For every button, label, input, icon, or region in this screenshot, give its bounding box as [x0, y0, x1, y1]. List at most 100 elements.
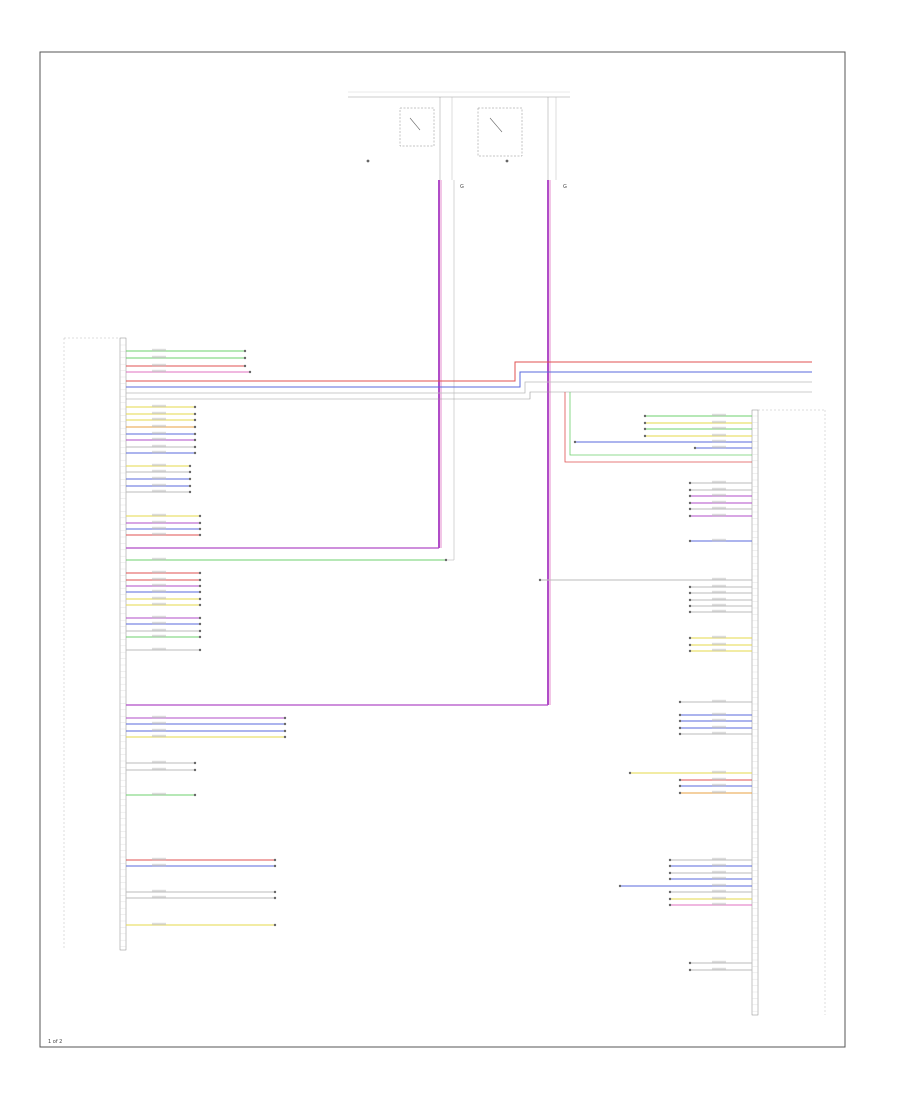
left-wire-code-mark	[152, 526, 166, 530]
right-wire-terminal	[668, 858, 672, 862]
right-wire-code-mark	[712, 699, 726, 703]
left-wire-code-mark	[152, 767, 166, 771]
left-wire-terminal	[198, 527, 202, 531]
left-wire-code-mark	[152, 615, 166, 619]
left-wire-terminal	[198, 629, 202, 633]
right-wire-terminal	[643, 421, 647, 425]
left-wire-code-mark	[152, 532, 166, 536]
left-wire-code-mark	[152, 634, 166, 638]
left-wire-code-mark	[152, 628, 166, 632]
left-wire-terminal	[198, 603, 202, 607]
left-wire-code-mark	[152, 734, 166, 738]
right-wire-terminal	[688, 649, 692, 653]
right-module	[538, 409, 826, 1016]
right-wire-code-mark	[712, 445, 726, 449]
left-wire-terminal	[243, 364, 247, 368]
right-wire-code-mark	[712, 870, 726, 874]
left-wire-terminal	[243, 356, 247, 360]
right-wire-terminal	[668, 903, 672, 907]
left-wire-code-mark	[152, 715, 166, 719]
right-wire-terminal	[668, 877, 672, 881]
left-wire-code-mark	[152, 363, 166, 367]
right-wire-terminal	[678, 700, 682, 704]
left-wire-terminal	[273, 890, 277, 894]
left-wire-code-mark	[152, 863, 166, 867]
right-wire-terminal	[688, 585, 692, 589]
right-wire-code-mark	[712, 493, 726, 497]
right-wire-terminal	[678, 726, 682, 730]
right-wire-code-mark	[712, 967, 726, 971]
right-wire-terminal	[688, 507, 692, 511]
right-wire-code-mark	[712, 783, 726, 787]
left-wire-terminal	[444, 558, 448, 562]
right-wire-terminal	[688, 501, 692, 505]
right-wire-code-mark	[712, 960, 726, 964]
left-wire-terminal	[198, 514, 202, 518]
right-wire-code-mark	[712, 603, 726, 607]
right-wire-code-mark	[712, 876, 726, 880]
right-wire-terminal	[688, 968, 692, 972]
right-wire-code-mark	[712, 500, 726, 504]
right-wire-code-mark	[712, 413, 726, 417]
right-wire-terminal	[688, 643, 692, 647]
left-wire-terminal	[193, 405, 197, 409]
left-wire-terminal	[198, 622, 202, 626]
left-wire-code-mark	[152, 469, 166, 473]
left-wire-terminal	[188, 484, 192, 488]
left-wire-code-mark	[152, 450, 166, 454]
vertical-wires	[438, 180, 551, 705]
right-wire-code-mark	[712, 439, 726, 443]
left-wire-code-mark	[152, 760, 166, 764]
right-wire-code-mark	[712, 480, 726, 484]
left-wire-code-mark	[152, 444, 166, 448]
right-wire-code-mark	[712, 420, 726, 424]
right-wire-terminal	[628, 771, 632, 775]
right-wire-code-mark	[712, 883, 726, 887]
figure-id: 1 of 2	[48, 1039, 62, 1045]
right-wire-code-mark	[712, 902, 726, 906]
left-wire-terminal	[273, 864, 277, 868]
right-wire-terminal	[688, 494, 692, 498]
right-wire-terminal	[688, 961, 692, 965]
left-wire-terminal	[193, 438, 197, 442]
ground-label-right: G	[563, 184, 567, 190]
left-wire-terminal	[193, 761, 197, 765]
right-wire-terminal	[618, 884, 622, 888]
left-wire-code-mark	[152, 404, 166, 408]
left-wire-terminal	[283, 722, 287, 726]
right-wire-code-mark	[712, 889, 726, 893]
right-wire-terminal	[643, 414, 647, 418]
left-wire-terminal	[193, 445, 197, 449]
left-wire-terminal	[273, 896, 277, 900]
right-wire-code-mark	[712, 712, 726, 716]
right-wire-terminal	[678, 784, 682, 788]
left-wire-terminal	[193, 768, 197, 772]
left-wire-terminal	[273, 858, 277, 862]
left-wire-terminal	[198, 533, 202, 537]
switch-assembly	[348, 91, 570, 180]
right-wire-terminal	[678, 778, 682, 782]
right-wire-terminal	[688, 636, 692, 640]
right-wire-code-mark	[712, 487, 726, 491]
left-wire-code-mark	[152, 463, 166, 467]
left-wire-code-mark	[152, 424, 166, 428]
right-wire-code-mark	[712, 513, 726, 517]
left-wire-terminal	[198, 521, 202, 525]
left-wire-terminal	[243, 349, 247, 353]
right-wire-code-mark	[712, 857, 726, 861]
left-wire-terminal	[198, 584, 202, 588]
left-wire-code-mark	[152, 483, 166, 487]
left-wire-code-mark	[152, 577, 166, 581]
left-wire-code-mark	[152, 857, 166, 861]
left-wire-terminal	[198, 590, 202, 594]
left-wire-terminal	[193, 425, 197, 429]
left-wire-code-mark	[152, 792, 166, 796]
right-wire-code-mark	[712, 725, 726, 729]
right-wire-terminal	[678, 719, 682, 723]
right-wire-code-mark	[712, 642, 726, 646]
left-wire-terminal	[198, 578, 202, 582]
left-wire-terminal	[193, 793, 197, 797]
left-wire-code-mark	[152, 570, 166, 574]
left-wire-code-mark	[152, 647, 166, 651]
